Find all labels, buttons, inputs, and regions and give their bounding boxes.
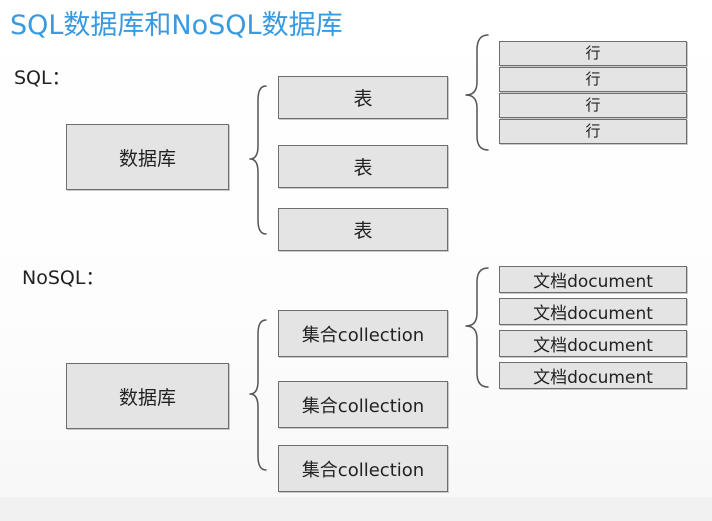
sql-table-box: 表 [278,145,448,188]
nosql-document-box: 文档document [499,266,687,293]
sql-table-to-rows-brace [465,34,489,151]
sql-database-box: 数据库 [66,124,229,190]
sql-row-box: 行 [499,119,687,144]
nosql-collection-box: 集合collection [278,310,448,357]
nosql-document-box: 文档document [499,362,687,389]
nosql-collection-box: 集合collection [278,445,448,492]
nosql-db-to-collections-brace [249,319,267,471]
sql-table-box: 表 [278,76,448,119]
nosql-collection-to-documents-brace [465,267,489,388]
bottom-band [0,497,712,521]
sql-row-box: 行 [499,41,687,66]
sql-row-box: 行 [499,67,687,92]
nosql-collection-box: 集合collection [278,381,448,428]
nosql-section-label: NoSQL： [22,267,105,289]
nosql-database-box: 数据库 [66,363,229,429]
sql-db-to-tables-brace [249,85,267,235]
nosql-document-box: 文档document [499,298,687,325]
slide-title: SQL数据库和NoSQL数据库 [10,10,343,41]
sql-section-label: SQL： [14,67,71,89]
sql-table-box: 表 [278,208,448,251]
sql-row-box: 行 [499,93,687,118]
nosql-document-box: 文档document [499,330,687,357]
